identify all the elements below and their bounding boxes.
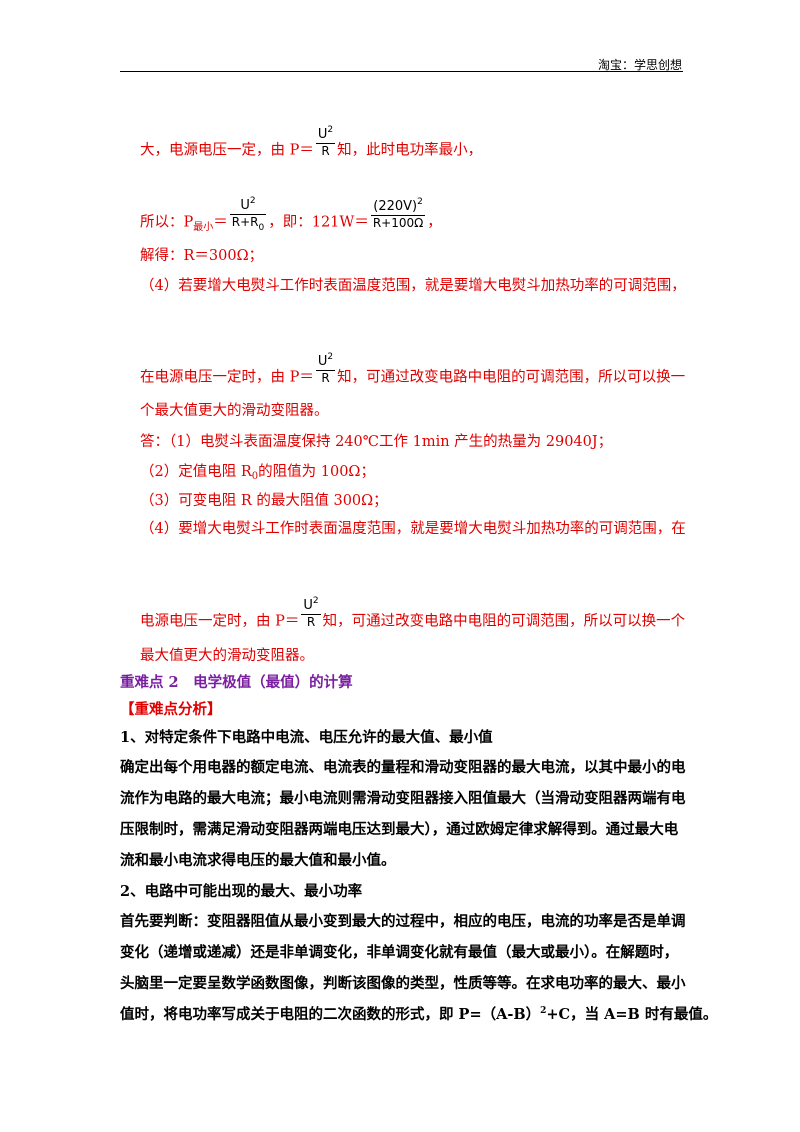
point-1-title: 1、对特定条件下电路中电流、电压允许的最大值、最小值: [120, 729, 493, 746]
line-9: （3）可变电阻 R 的最大阻值 300Ω；: [140, 493, 388, 509]
point-1-line-4: 流和最小电流求得电压的最大值和最小值。: [120, 852, 396, 869]
section-title: 重难点 2 电学极值（最值）的计算: [120, 674, 353, 691]
line-1-text-b: 知，此时电功率最小，: [337, 142, 483, 159]
point-2-title: 2、电路中可能出现的最大、最小功率: [120, 883, 363, 900]
line-12: 最大值更大的滑动变阻器。: [140, 648, 314, 664]
point-1-line-3: 压限制时，需满足滑动变阻器两端电压达到最大），通过欧姆定律求解得到。通过最大电: [120, 821, 679, 838]
point-2-line-2: 变化（递增或递减）还是非单调变化，非单调变化就有最值（最大或最小）。在解题时，: [120, 944, 679, 961]
line-8: （2）定值电阻 R0的阻值为 100Ω；: [140, 464, 375, 482]
point-1-line-1: 确定出每个用电器的额定电流、电流表的量程和滑动变阻器的最大电流，以其中最小的电: [120, 759, 686, 776]
point-2-line-4: 值时，将电功率写成关于电阻的二次函数的形式，即 P=（A-B）2+C，当 A=B…: [120, 1006, 718, 1023]
header-rule: [120, 71, 683, 72]
line-7: 答：（1）电熨斗表面温度保持 240℃工作 1min 产生的热量为 29040J…: [140, 434, 613, 450]
point-2-line-1: 首先要判断：变阻器阻值从最小变到最大的过程中，相应的电压，电流的功率是否是单调: [120, 913, 686, 930]
point-2-line-3: 头脑里一定要呈数学函数图像，判断该图像的类型，性质等等。在求电功率的最大、最小: [120, 975, 686, 992]
line-3: 解得：R＝300Ω；: [140, 248, 264, 264]
line-4: （4）若要增大电熨斗工作时表面温度范围，就是要增大电熨斗加热功率的可调范围，: [140, 278, 686, 294]
analysis-heading: 【重难点分析】: [120, 701, 222, 718]
header-text: 淘宝：学思创想: [597, 58, 682, 72]
line-1-text-a: 大，电源电压一定，由 P＝: [140, 142, 314, 159]
line-6: 个最大值更大的滑动变阻器。: [140, 403, 329, 419]
point-1-line-2: 流作为电路的最大电流；最小电流则需滑动变阻器接入阻值最大（当滑动变阻器两端有电: [120, 790, 686, 807]
line-10: （4）要增大电熨斗工作时表面温度范围，就是要增大电熨斗加热功率的可调范围，在: [140, 521, 686, 537]
